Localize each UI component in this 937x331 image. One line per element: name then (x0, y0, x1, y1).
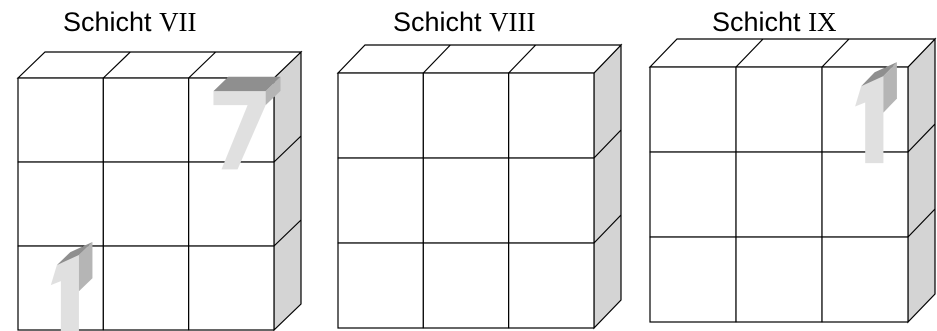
grid-cell (189, 246, 274, 330)
grid-cell (650, 67, 736, 152)
grid-cell (338, 73, 423, 158)
cube-top-face (650, 39, 935, 67)
cube-top-face (338, 45, 621, 73)
grid-cell (822, 152, 908, 237)
cube-side-face (274, 52, 301, 330)
cube-top-face (18, 52, 301, 78)
cube-side-face (908, 39, 935, 322)
grid-cell (509, 73, 594, 158)
grid-cell (736, 152, 822, 237)
grid-cell (509, 243, 594, 328)
grid-cell (509, 158, 594, 243)
layer-cube-7 (18, 52, 301, 331)
grid-cell (650, 237, 736, 322)
grid-cell (736, 237, 822, 322)
grid-cell (103, 246, 188, 330)
layer-cube-9 (650, 39, 935, 322)
cube-side-face (594, 45, 621, 328)
grid-cell (18, 162, 103, 246)
grid-cell (736, 67, 822, 152)
grid-cell (103, 78, 188, 162)
grid-cell (18, 78, 103, 162)
grid-cell (338, 243, 423, 328)
grid-cell (103, 162, 188, 246)
grid-cell (650, 152, 736, 237)
layer-cube-8 (338, 45, 621, 328)
grid-cell (189, 162, 274, 246)
grid-cell (822, 237, 908, 322)
grid-cell (423, 243, 508, 328)
grid-cell (423, 73, 508, 158)
grid-cell (338, 158, 423, 243)
grid-cell (423, 158, 508, 243)
